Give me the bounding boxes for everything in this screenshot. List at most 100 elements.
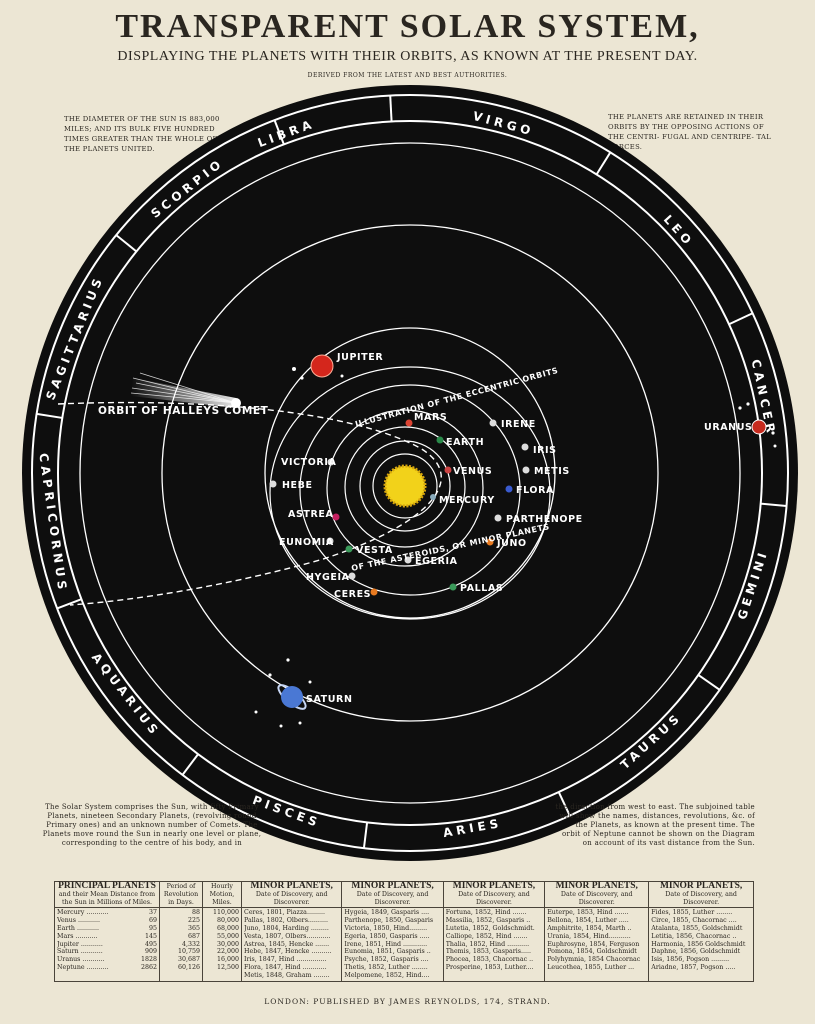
minor-col-1: Ceres, 1801, Piazza.........Pallas, 1802…: [240, 907, 343, 982]
minor-planet-entry: Lutetia, 1852, Goldschmidt.: [445, 924, 535, 932]
planet-motion: 68,000: [216, 924, 239, 932]
zodiac-divider: [362, 822, 369, 849]
minor-planet-entry: Eunomia, 1851, Gasparis ..: [344, 948, 431, 956]
minor-planet-entry: Iris, 1847, Hind ...............: [244, 956, 327, 964]
minor-planet-entry: Massilia, 1852, Gasparis ..: [445, 917, 531, 925]
pallas-label: PALLAS: [460, 583, 503, 594]
moons: [254, 367, 777, 728]
minor-planet-entry: Victoria, 1850, Hind.........: [344, 924, 428, 932]
derived-note: DERIVED FROM THE LATEST AND BEST AUTHORI…: [307, 72, 508, 79]
juno-dot: [486, 538, 494, 546]
metis-label: METIS: [534, 466, 570, 477]
minor-planet-entry: Themis, 1853, Gasparis.....: [445, 948, 531, 956]
zodiac-divider: [115, 234, 138, 253]
ceres-label: CERES: [334, 589, 371, 600]
minor-header-4: MINOR PLANETS,Date of Discovery, and Dis…: [544, 880, 650, 909]
minor-planet-entry: Parthenope, 1850, Gasparis: [344, 917, 434, 925]
zodiac-divider: [595, 151, 612, 176]
period-header: Period of Revolution in Days.: [159, 880, 203, 909]
minor-planet-entry: Calliope, 1852, Hind .......: [445, 932, 528, 940]
minor-planet-entry: Amphitrite, 1854, Marth ..: [547, 924, 632, 932]
solar-system-note: The Solar System comprises the Sun, with…: [42, 803, 262, 847]
saturn-label: SATURN: [306, 694, 353, 705]
planet-motion: 12,500: [216, 963, 239, 971]
astrea-label: ASTREA: [288, 509, 333, 520]
vesta-label: VESTA: [356, 545, 393, 556]
zodiac-divider: [697, 674, 721, 691]
minor-planet-entry: Urania, 1854, Hind...........: [547, 932, 631, 940]
earth-label: EARTH: [446, 437, 484, 448]
victoria-label: VICTORIA: [281, 457, 336, 468]
minor-planet-entry: Thalia, 1852, Hind ...........: [445, 940, 530, 948]
hygeia-label: HYGEIA: [306, 572, 350, 583]
halley-comet: [130, 372, 241, 408]
irene-label: IRENE: [501, 419, 536, 430]
minor-planet-entry: Fides, 1855, Luther ........: [651, 909, 733, 917]
egeria-label: EGERIA: [415, 556, 458, 567]
planet-period: 225: [187, 917, 200, 925]
zodiac-divider: [36, 412, 63, 419]
juno-label: JUNO: [496, 538, 527, 549]
flora-dot: [505, 485, 513, 493]
sun: [383, 464, 427, 508]
zodiac-ring-inner: [57, 120, 763, 826]
jupiter-orbit: [264, 327, 556, 619]
minor-planet-entry: Isis, 1856, Pogson .........: [651, 956, 730, 964]
zodiac-divider: [557, 791, 571, 817]
minor-planet-entry: Harmonia, 1856 Goldschmidt: [651, 940, 746, 948]
uranus-label: URANUS: [704, 422, 753, 433]
egeria-dot: [404, 556, 412, 564]
eunomia-label: EUNOMIA: [279, 537, 334, 548]
hourly-header: Hourly Motion, Miles.: [202, 880, 242, 909]
hebe-label: HEBE: [282, 480, 313, 491]
mercury-dot: [430, 494, 436, 500]
planet-motion: 55,000: [216, 932, 239, 940]
minor-planet-entry: Euphrosyne, 1854, Ferguson: [547, 940, 640, 948]
flora-label: FLORA: [516, 485, 554, 496]
minor-planet-entry: Melpomene, 1852, Hind....: [344, 971, 430, 979]
minor-col-4: Euterpe, 1853, Hind .......Bellona, 1854…: [544, 907, 650, 982]
zodiac-divider: [389, 95, 393, 122]
halley-label: ORBIT OF HALLEYS COMET: [98, 405, 269, 417]
minor-col-2: Hygeia, 1849, Gasparis ....Parthenope, 1…: [341, 907, 444, 982]
minor-planet-entry: Hygeia, 1849, Gasparis ....: [344, 909, 430, 917]
hygeia-dot: [348, 572, 356, 580]
irene-dot: [489, 419, 497, 427]
zodiac-divider: [760, 502, 787, 507]
minor-planet-entry: Prosperine, 1853, Luther....: [445, 963, 534, 971]
asteroid-orbit-outer: [269, 366, 551, 620]
zodiac-divider: [728, 312, 754, 326]
vesta-dot: [345, 545, 353, 553]
minor-planet-entry: Pomona, 1854, Goldschmidt: [547, 948, 637, 956]
publisher-line: LONDON: PUBLISHED BY JAMES REYNOLDS, 174…: [264, 997, 551, 1006]
planet-period: 88: [191, 909, 200, 917]
halley-comet-orbit: [57, 401, 442, 606]
sun-diameter-note: The diameter of the Sun is 883,000 miles…: [64, 115, 220, 153]
minor-planet-entry: Phocea, 1853, Chacornac ..: [445, 956, 534, 964]
planet-motion: 22,000: [216, 948, 239, 956]
iris-dot: [521, 443, 529, 451]
planet-period: 687: [187, 932, 200, 940]
minor-header-5: MINOR PLANETS,Date of Discovery, and Dis…: [648, 880, 754, 909]
zodiac-dividers: [36, 95, 787, 849]
planet-period: 365: [187, 924, 200, 932]
planet-period: 10,759: [177, 948, 200, 956]
zodiac-divider: [181, 753, 199, 776]
mars-label: MARS: [414, 412, 447, 423]
mars-orbit: [326, 409, 484, 567]
mercury-label: MERCURY: [439, 495, 495, 506]
jupiter-planet: [310, 354, 334, 378]
planet-motion: 80,000: [216, 917, 239, 925]
uranus-planet: [751, 419, 767, 435]
page-subtitle: DISPLAYING THE PLANETS WITH THEIR ORBITS…: [117, 49, 698, 64]
uranus-orbit: [79, 142, 741, 804]
planet-period: 60,126: [177, 963, 200, 971]
